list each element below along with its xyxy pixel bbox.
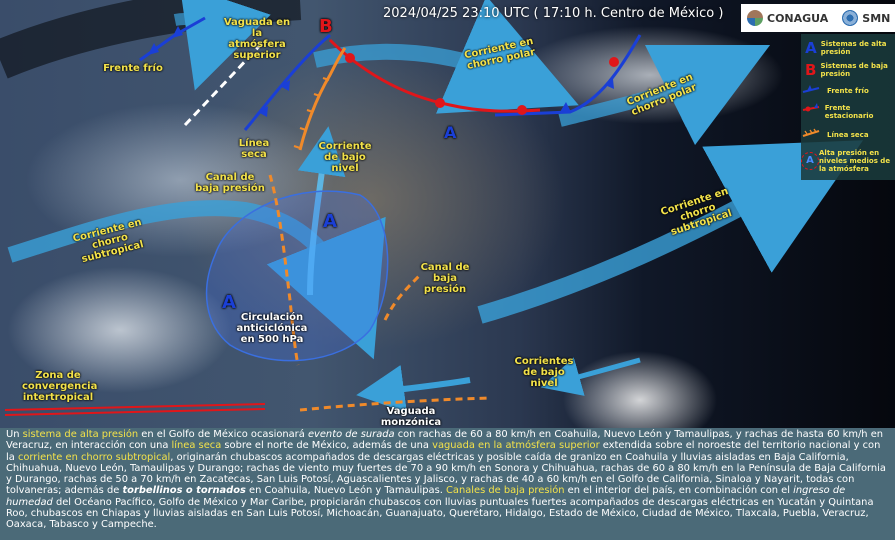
- bulletin-text: en el interior del país, en combinación …: [564, 485, 794, 497]
- monsoon-trough: [299, 396, 491, 412]
- jet-northwest: [173, 0, 271, 91]
- cold-front-center: [243, 33, 331, 131]
- label-circulacion-anticiclonica: Circulación anticiclónica en 500 hPa: [236, 312, 308, 345]
- conagua-logo-text: CONAGUA: [767, 11, 829, 25]
- bulletin-text: con rachas de 60 a 80 km/h en Coahuila, …: [6, 429, 884, 452]
- legend-item-midlevel-high: A Alta presión en niveles medios de la a…: [801, 146, 895, 176]
- high-pressure-symbol-center: A: [323, 211, 337, 232]
- bulletin-text: del Océano Pacífico, Golfo de México y M…: [6, 496, 874, 531]
- upper-trough: [183, 38, 267, 127]
- low-level-current-south-2: [540, 357, 641, 396]
- label-canal-baja-presion-oeste: Canal de baja presión: [195, 172, 265, 194]
- front-bump: [435, 98, 445, 108]
- bulletin-highlight: corriente en chorro subtropical: [17, 451, 171, 463]
- label-corriente-bajo-nivel-norte: Corriente de bajo nivel: [318, 141, 372, 174]
- label-corrientes-bajo-nivel-sur: Corrientes de bajo nivel: [514, 356, 574, 389]
- map-legend: A Sistemas de alta presión B Sistemas de…: [801, 34, 895, 180]
- label-linea-seca: Línea seca: [238, 138, 270, 160]
- label-vaguada-atmosfera: Vaguada en la atmósfera superior: [223, 17, 291, 61]
- front-bump: [609, 57, 619, 67]
- bulletin-text: sobre el norte de México, además de una: [221, 440, 433, 452]
- stationary-front: [328, 38, 541, 113]
- bulletin-text: en el Golfo de México ocasionará: [138, 429, 308, 440]
- legend-label-dry-line: Línea seca: [827, 131, 869, 139]
- bulletin-italic: ingreso de humedad: [6, 485, 846, 508]
- legend-symbol-low: B: [805, 61, 817, 79]
- bulletin-text: , originarán chubascos acompañados de de…: [6, 451, 886, 497]
- legend-label-midlevel-high: Alta presión en niveles medios de la atm…: [819, 149, 891, 173]
- jet-polar-2: [558, 44, 771, 146]
- bulletin-italic: evento de surada: [307, 429, 395, 440]
- low-pressure-channel-west: [268, 174, 300, 366]
- bulletin-highlight: vaguada en la atmósfera superior: [432, 440, 600, 452]
- bulletin-highlight: Canales de baja presión: [446, 485, 565, 497]
- front-bump: [517, 105, 527, 115]
- label-canal-baja-presion-este: Canal de baja presión: [420, 262, 470, 295]
- legend-label-high: Sistemas de alta presión: [820, 40, 887, 56]
- legend-item-cold-front: Frente frío: [801, 84, 895, 98]
- cold-front-east-pips: [560, 79, 614, 112]
- smn-logo-icon: [842, 10, 859, 26]
- legend-symbol-high: A: [805, 39, 817, 57]
- high-pressure-symbol-midlevel: A: [222, 292, 236, 313]
- satellite-map: B A A A Frente frío Vaguada en la atmósf…: [0, 0, 895, 428]
- legend-label-stationary-front: Frente estacionario: [824, 104, 874, 120]
- cold-front-center-pips: [258, 80, 290, 117]
- jet-subtropical-west: [7, 200, 386, 360]
- smn-logo-text: SMN: [862, 11, 891, 25]
- label-zona-convergencia: Zona de convergencia intertropical: [22, 370, 98, 403]
- synoptic-overlay: [0, 0, 864, 416]
- low-pressure-channel-east: [383, 273, 422, 321]
- forecast-bulletin: Un sistema de alta presión en el Golfo d…: [0, 428, 895, 540]
- bulletin-highlight: sistema de alta presión: [22, 429, 139, 440]
- bulletin-text: extendida sobre el noroeste del territor…: [6, 440, 881, 463]
- conagua-logo-icon: [747, 10, 763, 26]
- legend-item-high: A Sistemas de alta presión: [801, 38, 895, 58]
- legend-symbol-midlevel-high: A: [801, 152, 819, 170]
- cold-front-east: [494, 34, 642, 117]
- label-frente-frio: Frente frío: [103, 63, 163, 74]
- cold-front-west-pips: [148, 26, 183, 55]
- front-bump: [345, 53, 355, 63]
- legend-label-cold-front: Frente frío: [827, 87, 869, 95]
- low-level-current-south-1: [356, 365, 471, 413]
- bulletin-highlight: línea seca: [171, 440, 222, 452]
- legend-item-stationary-front: Frente estacionario: [801, 102, 895, 122]
- dry-line-ticks: [293, 77, 330, 149]
- itcz-line-1: [4, 403, 266, 411]
- dry-line: [298, 47, 347, 151]
- legend-item-low: B Sistemas de baja presión: [801, 60, 895, 80]
- bulletin-text: Un: [6, 429, 23, 440]
- anticyclonic-circulation: [205, 190, 389, 362]
- smn-logo: SMN: [836, 10, 890, 26]
- low-level-current-north: [297, 126, 346, 296]
- bulletin-bold-italic: torbellinos o tornados: [122, 485, 246, 497]
- itcz-line-2: [4, 408, 266, 416]
- high-pressure-symbol-gulf: A: [444, 123, 457, 142]
- label-vaguada-monzonica: Vaguada monzónica: [380, 406, 442, 428]
- timestamp: 2024/04/25 23:10 UTC ( 17:10 h. Centro d…: [383, 6, 724, 21]
- agency-logos: CONAGUA SMN: [741, 4, 895, 32]
- low-pressure-symbol: B: [319, 16, 333, 37]
- jet-subtropical-east: [477, 140, 864, 324]
- bulletin-text: en Coahuila, Nuevo León y Tamaulipas.: [245, 485, 447, 497]
- legend-item-dry-line: Línea seca: [801, 128, 895, 142]
- legend-label-low: Sistemas de baja presión: [820, 62, 888, 78]
- conagua-logo: CONAGUA: [741, 10, 828, 26]
